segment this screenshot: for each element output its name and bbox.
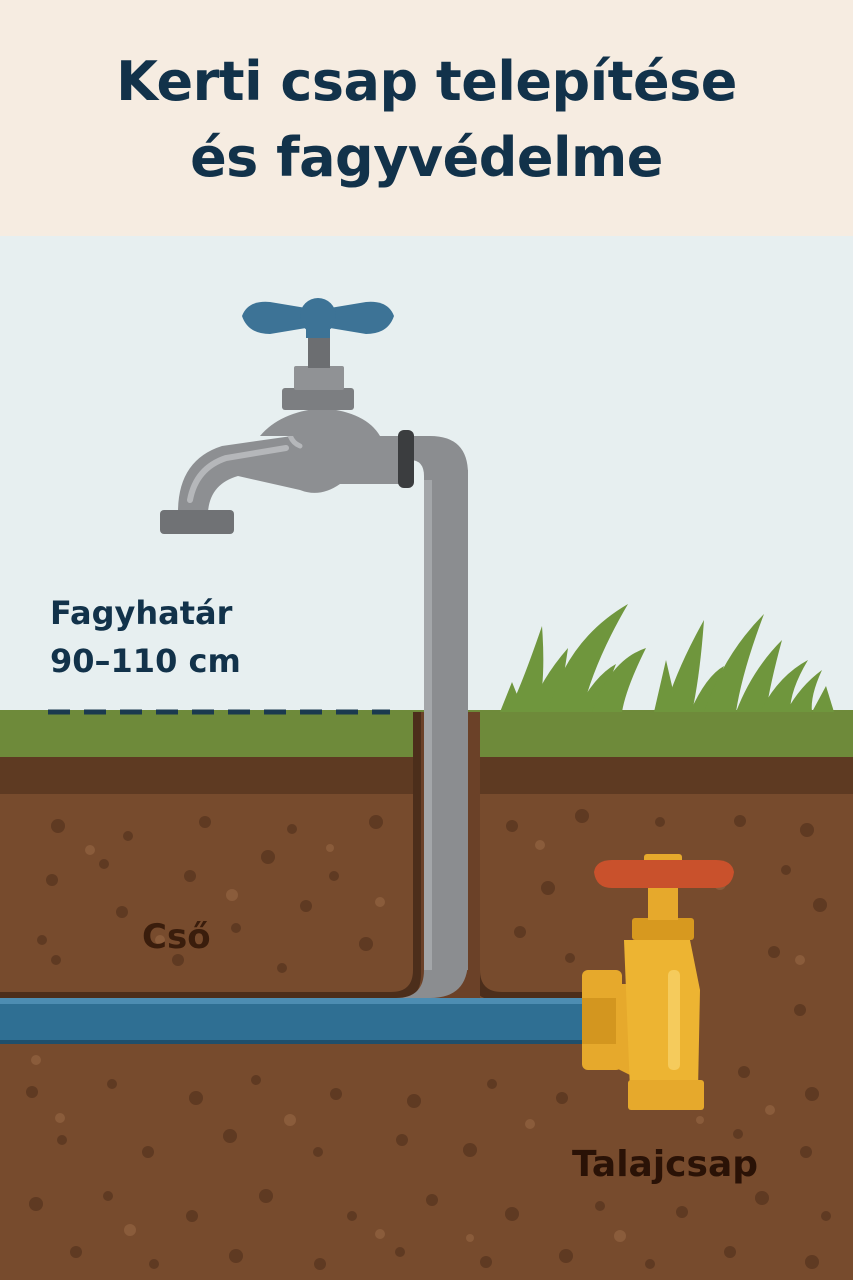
water-main-pipe (0, 998, 590, 1044)
ground-valve-label: Talajcsap (572, 1144, 758, 1185)
title-line-1: Kerti csap telepítése (116, 50, 737, 113)
garden-faucet (160, 334, 414, 534)
title-line-2: és fagyvédelme (190, 126, 663, 189)
installation-scene: Fagyhatár 90–110 cm Cső Talajcsap (0, 236, 853, 1280)
frost-line-label: Fagyhatár (50, 594, 233, 632)
grass-tufts (500, 604, 834, 712)
page-title: Kerti csap telepítése és fagyvédelme (0, 44, 853, 196)
pipe-label: Cső (142, 917, 211, 957)
pipe-elbow (404, 436, 468, 480)
frost-line-depth-label: 90–110 cm (50, 642, 241, 680)
header-band: Kerti csap telepítése és fagyvédelme (0, 0, 853, 236)
valve-handle-icon (594, 860, 734, 888)
ground-valve (582, 854, 704, 1110)
faucet-handle-icon (242, 298, 394, 338)
soil-pebbles (26, 809, 831, 1270)
standpipe (396, 470, 468, 998)
